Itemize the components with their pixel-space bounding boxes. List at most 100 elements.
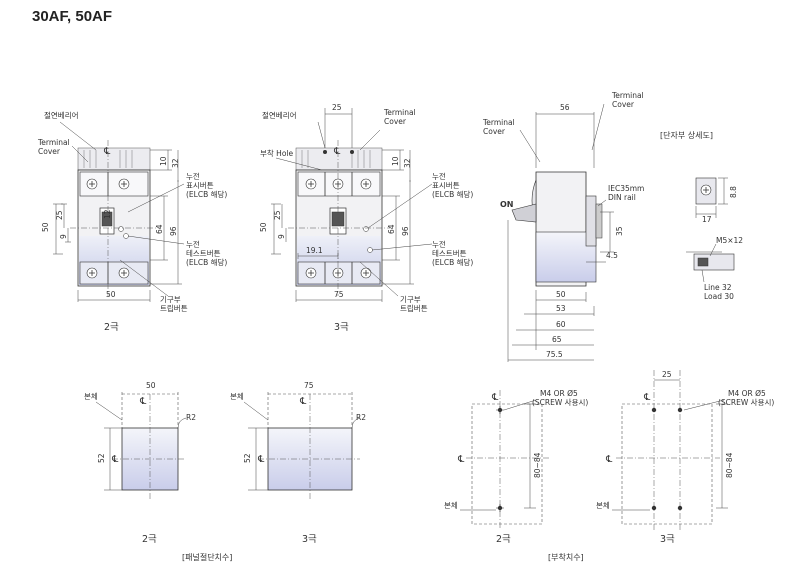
svg-text:50: 50 [259,222,268,232]
svg-text:IEC35mm: IEC35mm [608,184,644,193]
svg-text:℄: ℄ [491,392,499,403]
svg-text:트립버튼: 트립버튼 [400,303,428,313]
mounting-2pole: M4 OR Ø5 (SCREW 사용시) 80~84 본체 ℄ ℄ 2극 [444,389,588,545]
terminal-cover-label-b: Cover [38,147,61,156]
svg-text:Terminal: Terminal [383,108,416,117]
svg-text:17: 17 [702,215,712,224]
insulation-barrier-label: 절연베리어 [44,110,79,120]
terminal-detail-title: [단자부 상세도] [660,130,713,140]
svg-text:9: 9 [277,234,286,239]
svg-text:℄: ℄ [299,396,307,407]
view-3pole-labels: 절연베리어 Terminal Cover 부착 Hole 25 누전 표시버튼 … [259,103,473,333]
svg-text:52: 52 [97,453,106,463]
mounting-title: [부착치수] [548,553,584,562]
svg-text:기구부: 기구부 [160,295,181,304]
svg-text:표시버튼: 표시버튼 [186,180,214,190]
svg-text:2극: 2극 [142,534,157,545]
svg-text:50: 50 [41,222,50,232]
view-3pole-front [271,108,433,302]
svg-text:누전: 누전 [186,171,200,181]
panel-cut-title: [패널절단치수] [182,552,232,562]
mounting-3pole: 25 M4 OR Ø5 (SCREW 사용시) 80~84 본체 ℄ ℄ 3극 [596,370,774,545]
svg-text:(ELCB 해당): (ELCB 해당) [186,257,227,267]
svg-text:25: 25 [332,103,342,112]
svg-text:(ELCB 해당): (ELCB 해당) [186,189,227,199]
svg-text:64: 64 [387,224,396,234]
view-side-labels: 56 Terminal Cover Terminal Cover IEC35mm… [482,91,644,359]
svg-text:32: 32 [403,158,412,168]
svg-text:℄: ℄ [457,454,465,465]
svg-text:본체: 본체 [596,500,610,510]
pole2-label: 2극 [104,322,119,333]
svg-text:25: 25 [55,210,64,220]
svg-text:8.8: 8.8 [729,186,738,198]
svg-text:M5×12: M5×12 [716,236,743,245]
view-side [507,103,614,362]
svg-text:트립버튼: 트립버튼 [160,303,188,313]
panel-cut-3pole: 75 R2 52 본체 ℄ ℄ 3극 [230,381,366,545]
svg-text:50: 50 [146,381,156,390]
svg-text:4.5: 4.5 [606,251,618,260]
svg-text:(ELCB 해당): (ELCB 해당) [432,189,473,199]
svg-text:80~84: 80~84 [533,452,542,478]
svg-text:℄: ℄ [333,146,341,157]
svg-text:35: 35 [615,226,624,236]
svg-text:본체: 본체 [444,500,458,510]
svg-text:Line 32: Line 32 [704,283,732,292]
svg-text:96: 96 [401,226,410,236]
panel-cut-2pole: 50 R2 52 본체 ℄ ℄ 2극 [84,381,196,545]
svg-text:50: 50 [106,290,116,299]
on-label: ON [500,200,514,209]
svg-text:2극: 2극 [496,534,511,545]
svg-text:절연베리어: 절연베리어 [262,110,297,120]
svg-text:테스트버튼: 테스트버튼 [186,248,221,258]
svg-text:℄: ℄ [257,454,265,465]
attach-hole-label: 부착 Hole [260,149,293,158]
svg-text:누전: 누전 [432,239,446,249]
svg-text:본체: 본체 [230,391,244,401]
view-2pole-labels: 절연베리어 Terminal Cover 누전 표시버튼 (ELCB 해당) 누… [37,110,227,333]
svg-text:테스트버튼: 테스트버튼 [432,248,467,258]
svg-text:본체: 본체 [84,391,98,401]
svg-text:10: 10 [159,156,168,166]
svg-text:누전: 누전 [186,239,200,249]
svg-text:R2: R2 [186,413,196,422]
svg-text:96: 96 [169,226,178,236]
svg-text:60: 60 [556,320,566,329]
svg-text:Terminal: Terminal [611,91,644,100]
svg-text:누전: 누전 [432,171,446,181]
svg-text:R2: R2 [356,413,366,422]
svg-text:℄: ℄ [111,454,119,465]
svg-text:50: 50 [556,290,566,299]
svg-text:Cover: Cover [612,100,635,109]
pole3-label: 3극 [334,322,349,333]
svg-text:기구부: 기구부 [400,295,421,304]
svg-text:52: 52 [243,453,252,463]
svg-text:19.1: 19.1 [306,246,323,255]
svg-text:Cover: Cover [483,127,506,136]
svg-text:℄: ℄ [643,392,651,403]
svg-text:Load 30: Load 30 [704,292,734,301]
svg-text:56: 56 [560,103,570,112]
svg-text:9: 9 [59,234,68,239]
page-title: 30AF, 50AF [32,8,113,25]
svg-text:Cover: Cover [384,117,407,126]
svg-text:25: 25 [662,370,672,379]
terminal-detail: [단자부 상세도] 17 8.8 M5×12 Line 32 Load 30 [660,130,743,301]
svg-text:(SCREW 사용시): (SCREW 사용시) [532,398,588,407]
svg-text:65: 65 [552,335,562,344]
svg-text:DIN rail: DIN rail [608,193,636,202]
svg-text:75: 75 [304,381,314,390]
svg-text:M4 OR Ø5: M4 OR Ø5 [540,389,578,398]
svg-text:3극: 3극 [660,534,675,545]
svg-text:℄: ℄ [605,454,613,465]
svg-text:80~84: 80~84 [725,452,734,478]
view-2pole-front [53,121,185,302]
svg-text:(ELCB 해당): (ELCB 해당) [432,257,473,267]
svg-text:32: 32 [171,158,180,168]
svg-text:M4 OR Ø5: M4 OR Ø5 [728,389,766,398]
svg-text:Terminal: Terminal [482,118,515,127]
svg-text:10: 10 [391,156,400,166]
terminal-cover-label-a: Terminal [37,138,70,147]
